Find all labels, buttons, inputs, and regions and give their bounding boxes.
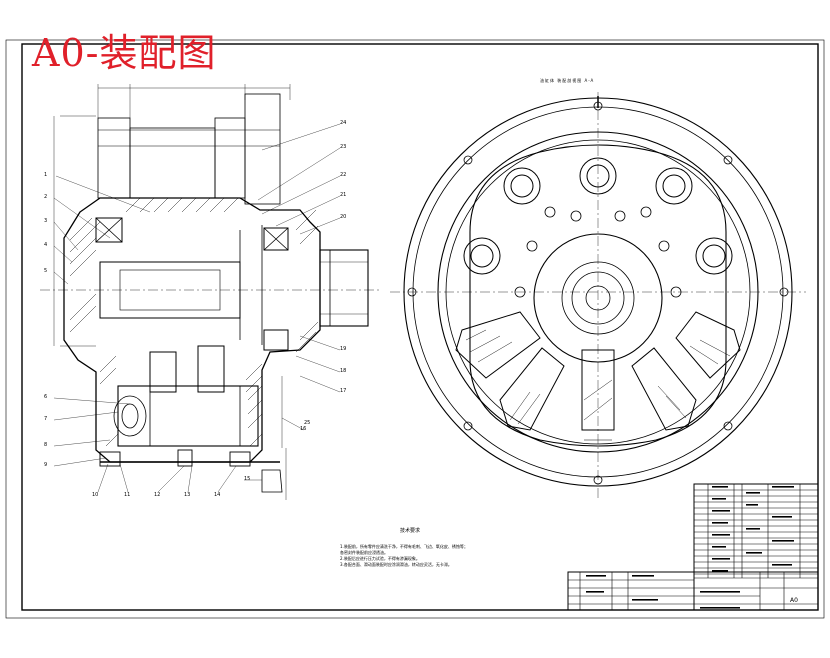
technical-requirements-title: 技术要求 [399, 528, 420, 534]
part-balloon: 18 [340, 368, 347, 374]
requirement-line: 2.装配后应进行压力试验，不得有渗漏现象。 [340, 556, 420, 561]
requirement-line: 各密封件装配前应浸透油。 [340, 550, 388, 555]
parts-list-text-marks [586, 486, 794, 609]
inner-frame [21, 43, 819, 611]
part-balloon: 20 [340, 214, 347, 220]
outer-frame [5, 39, 825, 619]
part-balloon: 15 [244, 476, 251, 482]
part-balloon: 3 [44, 218, 48, 224]
part-balloon: 16 [300, 426, 307, 432]
part-balloon: 6 [44, 394, 48, 400]
part-balloon: 1 [44, 172, 48, 178]
part-balloon: 12 [154, 492, 161, 498]
part-balloon: 9 [44, 462, 48, 468]
section-view-label: 油缸体 装配剖视图 A-A [540, 78, 595, 83]
sheet-size-label: A0 [790, 597, 798, 604]
part-balloon: 5 [44, 268, 48, 274]
part-balloon: 25 [304, 420, 311, 426]
part-balloon: 19 [340, 346, 347, 352]
technical-requirements: 技术要求 1.装配前，所有零件应清洗干净，不得有毛刺、飞边、氧化皮、锈蚀等； 各… [340, 528, 470, 568]
part-balloon: 24 [340, 120, 347, 126]
end-view-right [390, 92, 806, 498]
part-balloon: 11 [124, 492, 131, 498]
part-balloon: 4 [44, 242, 48, 248]
part-balloon: 8 [44, 442, 48, 448]
requirement-line: 3.各配合面、滑动面装配时应涂润滑油，转动应灵活，无卡滞。 [340, 562, 452, 567]
requirement-line: 1.装配前，所有零件应清洗干净，不得有毛刺、飞边、氧化皮、锈蚀等； [340, 544, 468, 549]
part-balloon: 21 [340, 192, 347, 198]
part-balloon: 10 [92, 492, 99, 498]
title-block [567, 571, 819, 611]
drawing-title-stamp: A0-装配图 [32, 31, 217, 75]
part-balloon: 23 [340, 144, 347, 150]
part-balloon: 14 [214, 492, 221, 498]
part-balloon: 2 [44, 194, 48, 200]
part-balloon: 17 [340, 388, 347, 394]
part-balloon: 13 [184, 492, 191, 498]
part-balloon: 7 [44, 416, 48, 422]
section-view-left [40, 84, 380, 500]
part-balloon: 22 [340, 172, 347, 178]
